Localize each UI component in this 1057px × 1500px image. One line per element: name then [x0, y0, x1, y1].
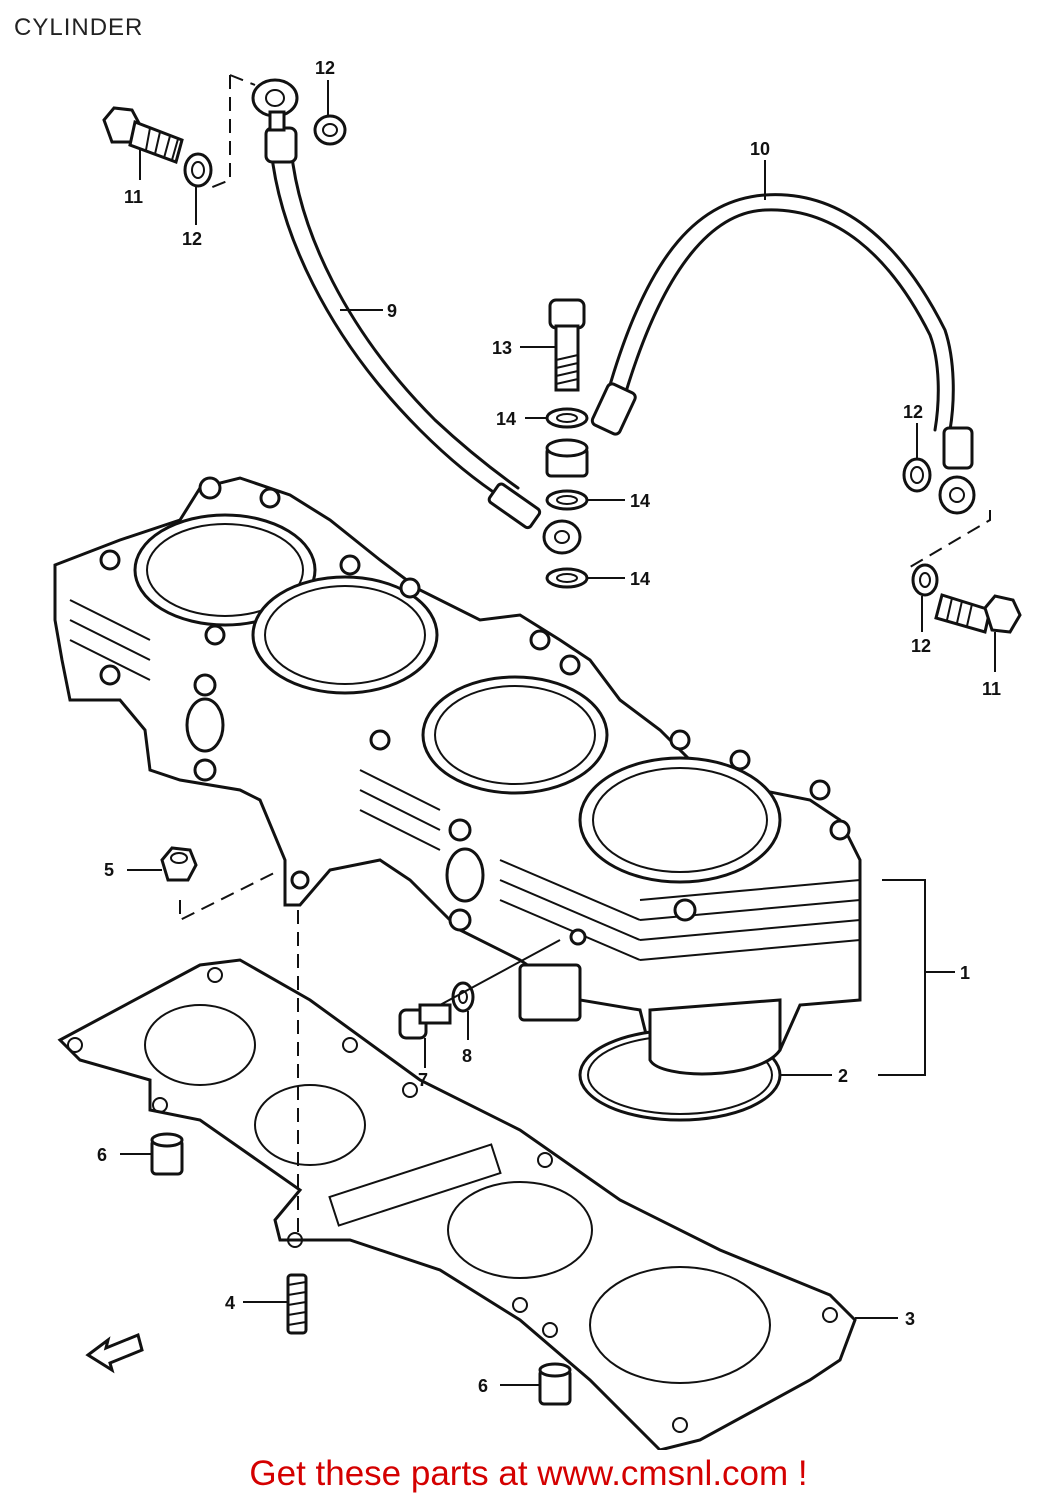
callout-7: 7	[418, 1070, 428, 1090]
callout-11-a: 11	[124, 187, 143, 207]
callout-9: 9	[387, 301, 397, 321]
callout-14-c: 14	[630, 569, 650, 589]
callout-3: 3	[905, 1309, 915, 1329]
hose-10[interactable]	[590, 193, 976, 515]
callout-10: 10	[750, 139, 770, 159]
bolt-7[interactable]	[398, 1003, 452, 1040]
callout-14-b: 14	[630, 491, 650, 511]
washer-12-c[interactable]	[902, 457, 932, 493]
callout-6-b: 6	[478, 1376, 488, 1396]
callout-1: 1	[960, 963, 970, 983]
spacer[interactable]	[545, 438, 589, 478]
diagram-title: CYLINDER	[14, 14, 144, 41]
cylinder-block-1[interactable]	[53, 476, 862, 1052]
callout-5: 5	[104, 860, 114, 880]
callout-12-c: 12	[903, 402, 923, 422]
footer-link[interactable]: Get these parts at www.cmsnl.com !	[249, 1454, 808, 1493]
washer-12-b[interactable]	[313, 114, 347, 146]
callout-4: 4	[225, 1293, 235, 1313]
dowel-pin-6-a[interactable]	[150, 1132, 184, 1176]
callout-14-a: 14	[496, 409, 516, 429]
dowel-pin-6-b[interactable]	[538, 1362, 572, 1406]
cylinder-base-gasket-3[interactable]	[57, 958, 857, 1450]
washer-14-b[interactable]	[545, 489, 589, 511]
nut-5[interactable]	[160, 846, 198, 882]
callout-13: 13	[492, 338, 512, 358]
callout-12-b: 12	[315, 58, 335, 78]
union-bolt-13[interactable]	[548, 298, 586, 392]
callout-11-b: 11	[982, 679, 1001, 699]
callout-8: 8	[462, 1046, 472, 1066]
callout-2: 2	[838, 1066, 848, 1086]
stud-bolt-4[interactable]	[286, 1273, 308, 1335]
washer-14-a[interactable]	[545, 407, 589, 429]
washer-12-d[interactable]	[911, 563, 939, 597]
front-direction-arrow-icon	[85, 1332, 144, 1374]
callout-12-d: 12	[911, 636, 931, 656]
callout-6-a: 6	[97, 1145, 107, 1165]
hose-9[interactable]	[251, 78, 582, 555]
callout-12-a: 12	[182, 229, 202, 249]
banjo-bolt-11-right[interactable]	[934, 593, 1022, 634]
washer-14-c[interactable]	[545, 567, 589, 589]
banjo-bolt-11-top[interactable]	[102, 106, 184, 164]
cylinder-exploded-diagram: 1 2 3 4 5 6 6 7 8 9 10 11 11 12 12 12 12…	[53, 58, 1022, 1450]
washer-12-a[interactable]	[183, 152, 213, 188]
